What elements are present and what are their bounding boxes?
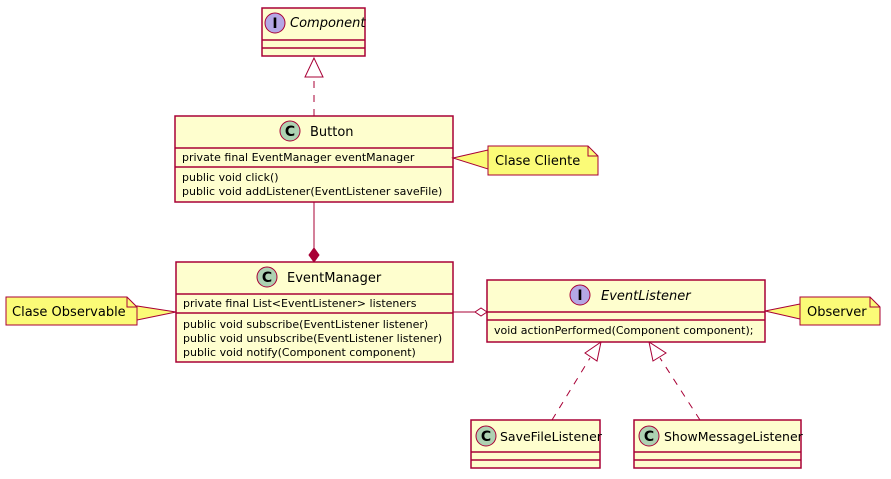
class-badge-icon xyxy=(638,425,660,447)
realization-showmessage-eventlistener xyxy=(648,340,701,421)
note-text: Observer xyxy=(807,305,867,320)
class-component[interactable]: I Component xyxy=(261,7,366,57)
field: private final List<EventListener> listen… xyxy=(183,297,417,310)
class-name: SaveFileListener xyxy=(500,429,603,444)
note-text: Clase Cliente xyxy=(495,154,580,169)
class-savefilelistener[interactable]: C SaveFileListener xyxy=(470,419,603,469)
class-eventmanager[interactable]: C EventManager private final List<EventL… xyxy=(175,261,454,363)
class-name: Button xyxy=(310,125,354,140)
method: void actionPerformed(Component component… xyxy=(494,324,753,337)
method: public void click() xyxy=(182,171,279,184)
realization-savefile-eventlistener xyxy=(551,340,602,421)
realization-button-component xyxy=(304,56,324,116)
class-name: Component xyxy=(290,16,366,31)
note-clase-cliente[interactable]: Clase Cliente xyxy=(451,145,599,176)
method: public void addListener(EventListener sa… xyxy=(182,185,442,198)
note-clase-observable[interactable]: Clase Observable xyxy=(5,296,177,326)
interface-badge-icon xyxy=(569,284,591,306)
class-name: EventListener xyxy=(601,289,692,304)
badge-letter: C xyxy=(644,429,654,445)
class-badge-icon xyxy=(475,425,497,447)
field: private final EventManager eventManager xyxy=(182,151,415,164)
class-name: EventManager xyxy=(287,271,382,286)
badge-letter: C xyxy=(285,124,295,140)
class-name: ShowMessageListener xyxy=(664,429,804,444)
interface-badge-icon xyxy=(264,12,286,34)
note-observer[interactable]: Observer xyxy=(764,296,881,326)
method: public void notify(Component component) xyxy=(183,346,416,359)
method: public void subscribe(EventListener list… xyxy=(183,318,428,331)
class-badge-icon xyxy=(256,266,278,288)
class-showmessagelistener[interactable]: C ShowMessageListener xyxy=(633,419,804,469)
aggregation-eventmanager-eventlistener xyxy=(453,307,488,317)
badge-letter: I xyxy=(272,16,277,32)
badge-letter: C xyxy=(262,270,272,286)
composition-button-eventmanager xyxy=(308,202,320,263)
method: public void unsubscribe(EventListener li… xyxy=(183,332,442,345)
note-text: Clase Observable xyxy=(12,305,126,320)
badge-letter: I xyxy=(577,288,582,304)
class-eventlistener[interactable]: I EventListener void actionPerformed(Com… xyxy=(486,279,766,343)
class-button[interactable]: C Button private final EventManager even… xyxy=(174,115,454,203)
badge-letter: C xyxy=(481,429,491,445)
class-badge-icon xyxy=(279,120,301,142)
